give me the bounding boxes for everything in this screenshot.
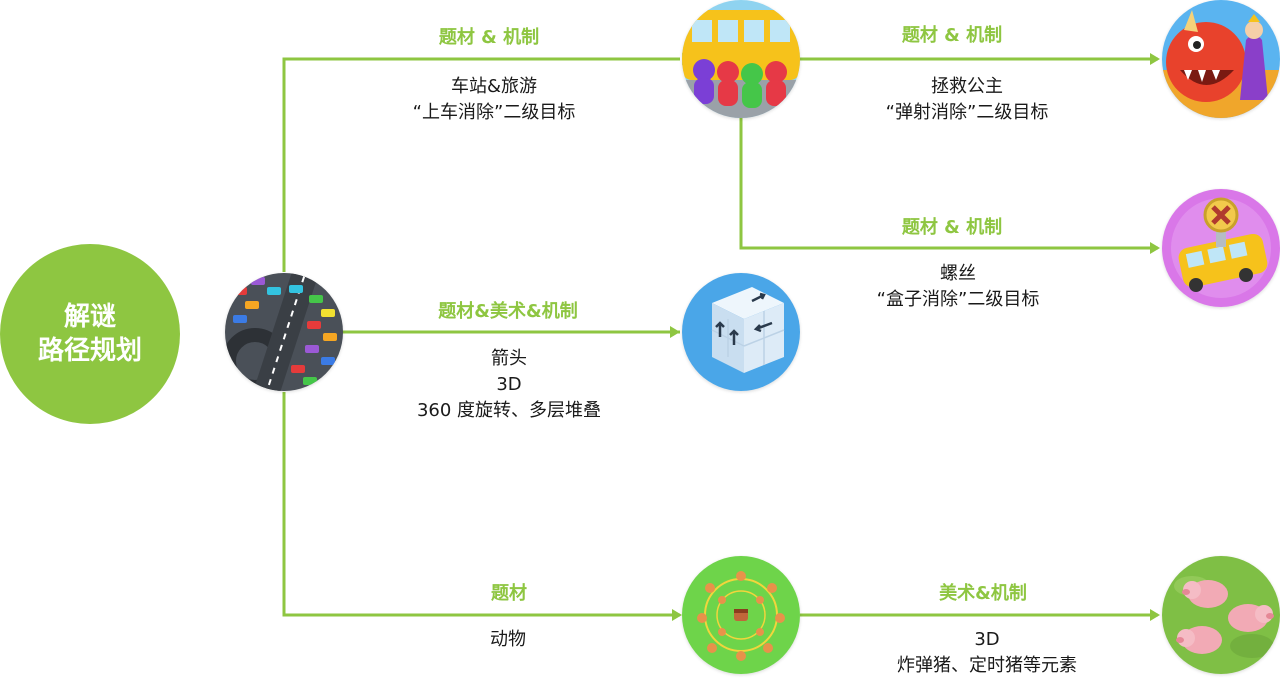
desc-princess: 拯救公主 “弹射消除”二级目标 xyxy=(886,74,1049,126)
edge-label-arrow: 题材&美术&机制 xyxy=(438,297,577,323)
desc-screw: 螺丝 “盒子消除”二级目标 xyxy=(877,261,1040,313)
dragon-princess-game-icon xyxy=(1162,0,1280,118)
screw-bus-game-icon xyxy=(1162,189,1280,307)
desc-arrow-line3: 360 度旋转、多层堆叠 xyxy=(417,398,601,424)
arrowhead-animal xyxy=(672,609,682,621)
connector-root-to-animal xyxy=(284,392,680,615)
edge-label-screw: 题材 & 机制 xyxy=(902,213,1002,239)
edge-label-bus: 题材 & 机制 xyxy=(439,23,539,49)
pig-game-icon xyxy=(1162,556,1280,674)
desc-screw-line1: 螺丝 xyxy=(877,261,1040,287)
desc-animal-line1: 动物 xyxy=(490,627,526,653)
desc-arrow: 箭头 3D 360 度旋转、多层堆叠 xyxy=(417,346,601,424)
arrowhead-pig xyxy=(1150,609,1160,621)
bus-game-icon xyxy=(682,0,800,118)
desc-bus-line1: 车站&旅游 xyxy=(413,74,576,100)
animal-ring-game-icon xyxy=(682,556,800,674)
desc-pig-line1: 3D xyxy=(897,627,1077,653)
desc-princess-line2: “弹射消除”二级目标 xyxy=(886,100,1049,126)
car-parking-game-icon xyxy=(225,273,343,391)
desc-princess-line1: 拯救公主 xyxy=(886,74,1049,100)
desc-pig-line2: 炸弹猪、定时猪等元素 xyxy=(897,653,1077,679)
root-title-line2: 路径规划 xyxy=(38,334,142,368)
edge-label-animal: 题材 xyxy=(491,579,527,605)
desc-arrow-line1: 箭头 xyxy=(417,346,601,372)
arrow-cube-game-icon xyxy=(682,273,800,391)
root-title-line1: 解谜 xyxy=(64,300,116,334)
arrowhead-arrow xyxy=(670,326,680,338)
edge-label-princess: 题材 & 机制 xyxy=(902,21,1002,47)
desc-bus-line2: “上车消除”二级目标 xyxy=(413,100,576,126)
desc-arrow-line2: 3D xyxy=(417,372,601,398)
edge-label-pig: 美术&机制 xyxy=(939,579,1027,605)
root-node: 解谜 路径规划 xyxy=(0,244,180,424)
arrowhead-princess xyxy=(1150,53,1160,65)
desc-screw-line2: “盒子消除”二级目标 xyxy=(877,287,1040,313)
arrowhead-screw xyxy=(1150,242,1160,254)
desc-animal: 动物 xyxy=(490,627,526,653)
desc-bus: 车站&旅游 “上车消除”二级目标 xyxy=(413,74,576,126)
desc-pig: 3D 炸弹猪、定时猪等元素 xyxy=(897,627,1077,679)
